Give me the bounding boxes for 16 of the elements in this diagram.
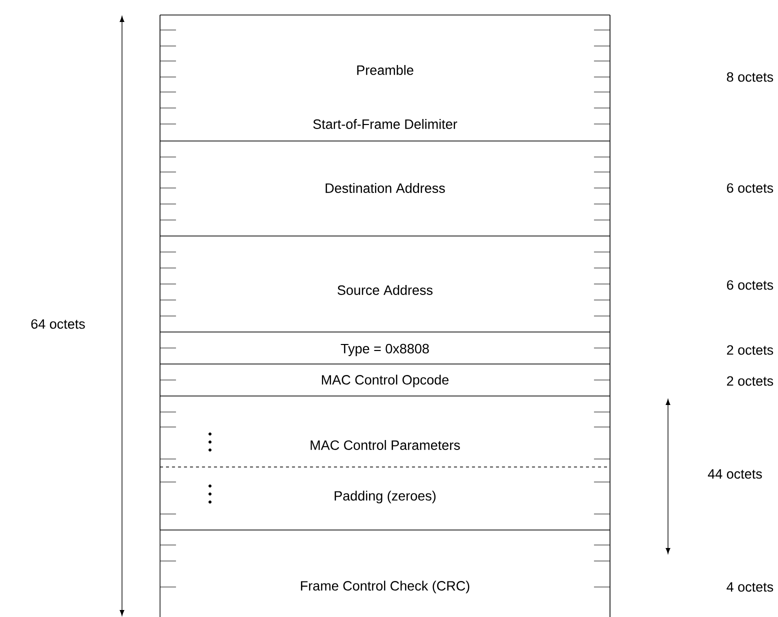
field-box: Type = 0x8808 (160, 332, 610, 364)
field-box: Destination Address (160, 140, 610, 236)
field-box: Padding (zeroes) (160, 466, 610, 530)
size-label: 6 octets (727, 280, 774, 290)
size-label: 4 octets (726, 582, 774, 592)
field-box: Source Address (160, 236, 610, 332)
field-box: MAC Control Parameters (160, 396, 610, 468)
size-label: 2 octets (727, 345, 774, 355)
field-box: MAC Control Opcode (160, 364, 610, 396)
size-label: 64 octets (30, 318, 86, 330)
field-box: Preamble Start-of-Frame Delimiter (160, 14, 610, 142)
field-box: Frame Control Check (CRC) (160, 530, 610, 617)
size-label: 2 octets (727, 376, 774, 386)
size-label: 44 octets (706, 468, 764, 480)
size-label: 6 octets (727, 183, 774, 193)
size-label: 8 octets (726, 72, 774, 82)
